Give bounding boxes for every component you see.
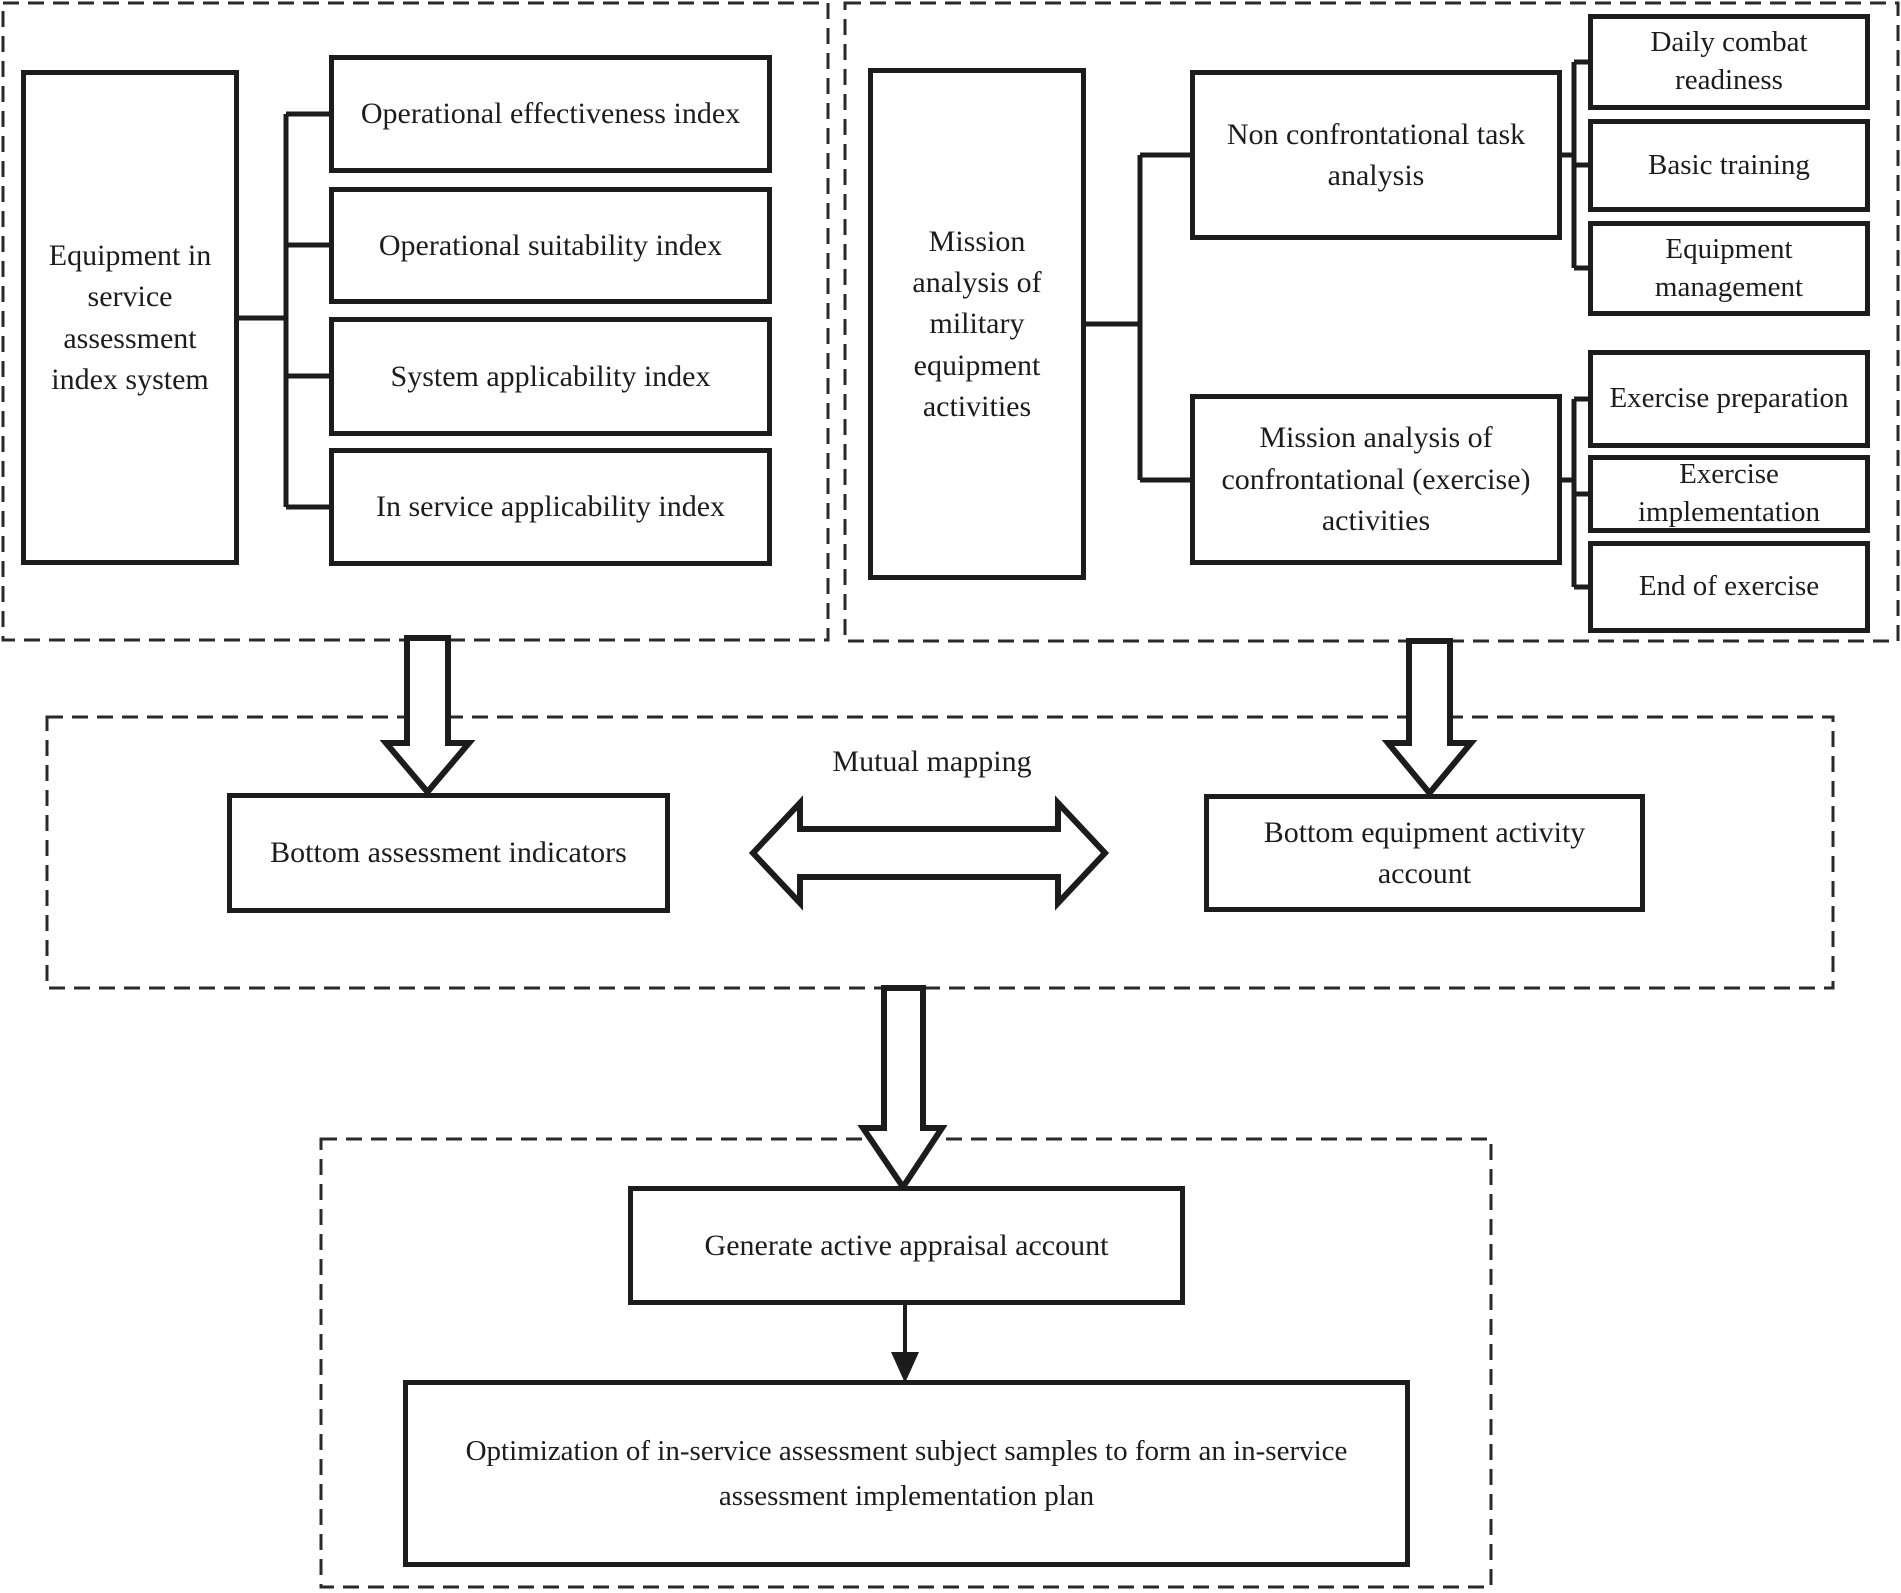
mission-analysis-panel-border xyxy=(843,1,1900,643)
mission-analysis-root-box: Mission analysis of military equipment a… xyxy=(868,68,1086,580)
down-arrow-right-icon xyxy=(1381,638,1478,798)
equipment-index-system-box: Equipment in service assessment index sy… xyxy=(21,70,239,565)
system-applicability-index-box: System applicability index xyxy=(329,317,772,436)
operational-suitability-index-box: Operational suitability index xyxy=(329,187,772,304)
double-arrow-icon xyxy=(748,795,1110,911)
non-confrontational-task-box: Non confrontational task analysis xyxy=(1190,70,1562,240)
optimization-implementation-plan-box: Optimization of in-service assessment su… xyxy=(403,1380,1410,1567)
equipment-management-box: Equipment management xyxy=(1588,221,1870,316)
down-arrow-middle-icon xyxy=(857,985,948,1193)
bottom-equipment-activity-account-box: Bottom equipment activity account xyxy=(1204,794,1645,912)
left-hierarchy-connectors xyxy=(239,111,329,510)
down-arrow-left-icon xyxy=(379,635,476,797)
generate-to-optimization-arrow xyxy=(891,1305,919,1383)
non-confrontational-connectors xyxy=(1562,59,1588,271)
bottom-assessment-indicators-box: Bottom assessment indicators xyxy=(227,793,670,913)
daily-combat-readiness-box: Daily combat readiness xyxy=(1588,14,1870,110)
generate-appraisal-account-box: Generate active appraisal account xyxy=(628,1186,1185,1305)
exercise-preparation-box: Exercise preparation xyxy=(1588,350,1870,448)
mutual-mapping-label: Mutual mapping xyxy=(832,745,1032,778)
index-system-panel-border xyxy=(1,1,830,642)
exercise-implementation-box: Exercise implementation xyxy=(1588,455,1870,533)
confrontational-activities-box: Mission analysis of confrontational (exe… xyxy=(1190,394,1562,565)
operational-effectiveness-index-box: Operational effectiveness index xyxy=(329,55,772,173)
end-of-exercise-box: End of exercise xyxy=(1588,541,1870,633)
mission-root-connectors xyxy=(1086,152,1190,483)
basic-training-box: Basic training xyxy=(1588,119,1870,212)
confrontational-connectors xyxy=(1562,396,1588,590)
mapping-panel-border xyxy=(45,715,1835,990)
in-service-applicability-index-box: In service applicability index xyxy=(329,448,772,566)
